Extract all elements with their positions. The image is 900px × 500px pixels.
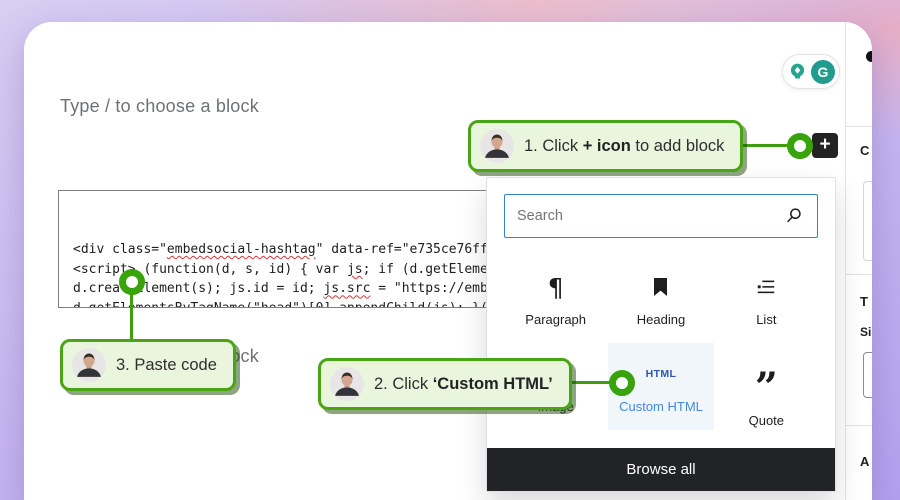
settings-label-advanced: A bbox=[860, 454, 870, 469]
block-inserter-panel: ¶ Paragraph Heading List bbox=[486, 177, 836, 492]
annotation-text: 3. Paste code bbox=[116, 355, 217, 374]
search-input[interactable] bbox=[517, 208, 783, 224]
settings-label-color: C bbox=[860, 143, 870, 158]
block-item-list[interactable]: List bbox=[714, 256, 819, 343]
code-lines: <div class="embedsocial-hashtag" data-re… bbox=[73, 242, 488, 307]
settings-sidebar-partial: C T Si A bbox=[845, 22, 872, 500]
settings-label-size: Si bbox=[860, 325, 872, 339]
editor-card: Type / to choose a block <div class="emb… bbox=[24, 22, 872, 500]
annotation-text: 1. Click + icon to add block bbox=[524, 136, 725, 155]
block-item-paragraph[interactable]: ¶ Paragraph bbox=[503, 256, 608, 343]
block-placeholder-top[interactable]: Type / to choose a block bbox=[60, 96, 259, 116]
avatar bbox=[480, 129, 514, 163]
block-search-box[interactable] bbox=[504, 194, 818, 238]
annotation-step2: 2. Click ‘Custom HTML’ bbox=[318, 358, 572, 410]
lightbulb-icon bbox=[790, 63, 805, 79]
block-label: List bbox=[756, 312, 777, 327]
grammarly-icon: G bbox=[811, 59, 835, 84]
browse-all-button[interactable]: Browse all bbox=[487, 448, 835, 491]
target-marker-plus bbox=[787, 133, 813, 159]
avatar bbox=[330, 367, 364, 401]
annotation-step3: 3. Paste code bbox=[60, 339, 236, 391]
sidebar-dot bbox=[866, 51, 872, 62]
avatar bbox=[72, 348, 106, 382]
settings-input[interactable] bbox=[863, 352, 872, 398]
divider bbox=[846, 274, 872, 275]
block-grid: ¶ Paragraph Heading List bbox=[503, 256, 819, 430]
add-block-button[interactable]: + bbox=[812, 133, 838, 158]
annotation-step1: 1. Click + icon to add block bbox=[468, 120, 744, 172]
annotation-text: 2. Click ‘Custom HTML’ bbox=[374, 374, 553, 393]
target-marker-custom-html bbox=[609, 370, 635, 396]
html-icon: HTML bbox=[645, 368, 677, 380]
block-label: Heading bbox=[636, 312, 686, 327]
block-label: Quote bbox=[748, 413, 785, 428]
settings-label-typography: T bbox=[860, 294, 868, 309]
block-item-quote[interactable]: ” Quote bbox=[714, 343, 819, 430]
quote-icon: ” bbox=[754, 364, 778, 411]
block-item-heading[interactable]: Heading bbox=[608, 256, 713, 343]
connector-line-step2 bbox=[559, 381, 612, 384]
search-icon bbox=[787, 208, 801, 223]
block-label: Paragraph bbox=[525, 312, 587, 327]
settings-control[interactable] bbox=[863, 181, 872, 261]
target-marker-code bbox=[119, 269, 145, 295]
assistant-pill[interactable]: G bbox=[782, 54, 840, 89]
divider bbox=[846, 425, 872, 426]
block-label: Custom HTML bbox=[619, 399, 703, 414]
list-icon bbox=[714, 272, 819, 302]
connector-line-step3 bbox=[130, 292, 133, 341]
connector-line-step1 bbox=[740, 144, 790, 147]
heading-icon bbox=[608, 272, 713, 302]
divider bbox=[846, 126, 872, 127]
paragraph-icon: ¶ bbox=[547, 272, 564, 302]
